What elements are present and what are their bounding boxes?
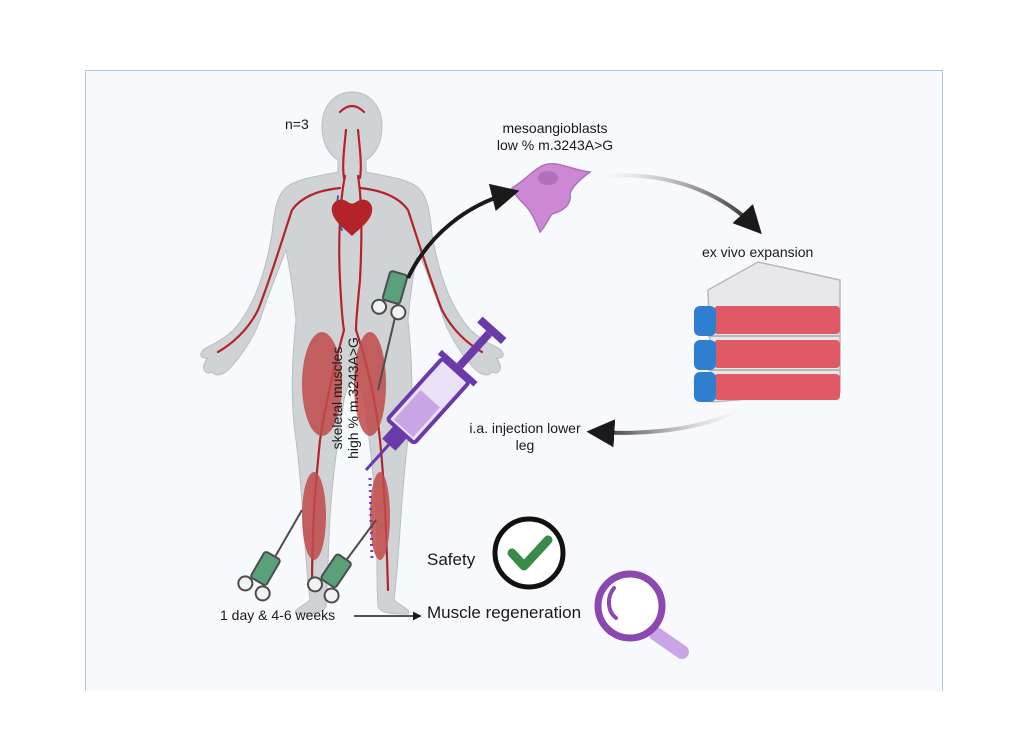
- biopsy-needle-icon: [237, 509, 303, 602]
- timepoints-label: 1 day & 4-6 weeks: [220, 607, 336, 623]
- biopsy-needle-icon: [371, 270, 409, 391]
- arrow-to-cell: [406, 183, 520, 279]
- leg-muscles: [302, 332, 390, 560]
- magnifier-icon: [594, 570, 689, 659]
- checkmark-icon: [492, 516, 566, 590]
- low-percent-text: low % m.3243A>G: [496, 137, 614, 153]
- syringe-icon: [364, 316, 507, 472]
- skeletal-line2: high % m.3243A>G: [345, 337, 361, 459]
- safety-label: Safety: [427, 550, 476, 569]
- injection-label: i.a. injection lower leg: [450, 420, 600, 454]
- cell-label: mesoangioblasts low % m.3243A>G: [480, 120, 630, 154]
- skeletal-line1: skeletal muscles: [329, 346, 345, 450]
- flask-stack-icon: [694, 261, 841, 403]
- human-body-icon: [200, 91, 504, 615]
- skeletal-label: skeletal muscles high % m.3243A>G: [329, 323, 361, 473]
- expansion-label: ex vivo expansion: [702, 244, 814, 260]
- cell-nucleus: [538, 171, 558, 185]
- injection-line1: i.a. injection lower: [469, 420, 581, 436]
- injection-trace: [368, 477, 374, 561]
- arrow-to-expansion: [599, 173, 762, 235]
- heart-icon: [331, 199, 373, 236]
- cell-icon: [511, 162, 592, 234]
- n-label: n=3: [285, 116, 309, 132]
- arrow-to-injection: [586, 406, 745, 448]
- mesoangioblasts-text: mesoangioblasts: [502, 120, 608, 136]
- biopsy-needle-icon: [306, 519, 377, 604]
- injection-line2: leg: [515, 437, 535, 453]
- regeneration-label: Muscle regeneration: [427, 603, 582, 622]
